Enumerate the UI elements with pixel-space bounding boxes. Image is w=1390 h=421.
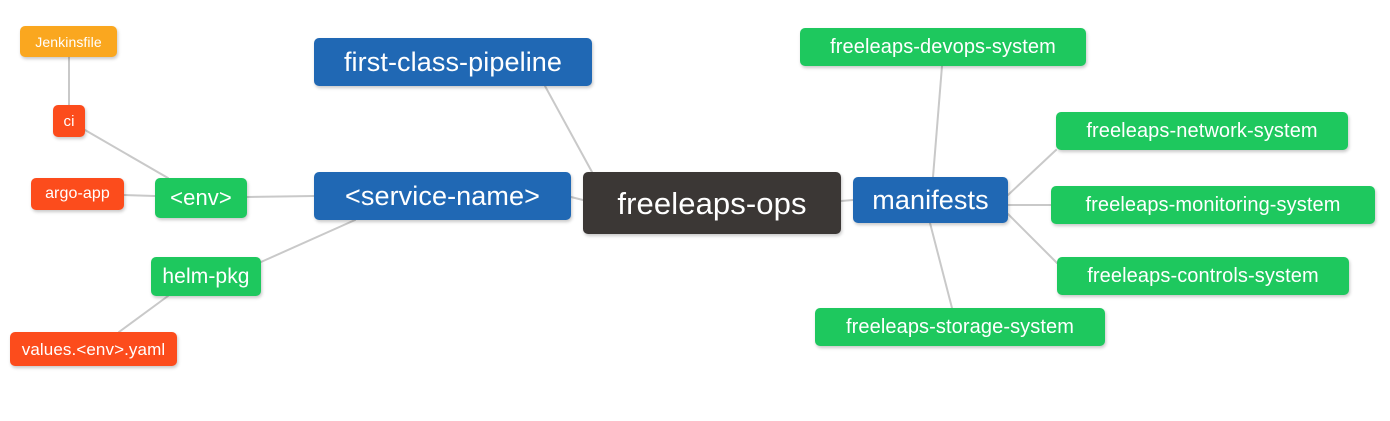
edge-env-to-argo-app xyxy=(123,194,156,197)
node-freeleaps-devops-system[interactable]: freeleaps-devops-system xyxy=(800,28,1086,66)
node-label-helm-pkg: helm-pkg xyxy=(162,265,250,288)
node-label-freeleaps-network-system: freeleaps-network-system xyxy=(1086,120,1318,142)
node-jenkinsfile[interactable]: Jenkinsfile xyxy=(20,26,117,57)
node-env[interactable]: <env> xyxy=(155,178,247,218)
node-manifests[interactable]: manifests xyxy=(853,177,1008,223)
node-freeleaps-ops[interactable]: freeleaps-ops xyxy=(583,172,841,234)
edge-env-to-ci xyxy=(84,129,169,179)
edge-manifests-to-freeleaps-network-system xyxy=(1007,149,1057,196)
node-values-env-yaml[interactable]: values.<env>.yaml xyxy=(10,332,177,366)
node-first-class-pipeline[interactable]: first-class-pipeline xyxy=(314,38,592,86)
node-label-values-env-yaml: values.<env>.yaml xyxy=(21,339,166,359)
node-label-freeleaps-storage-system: freeleaps-storage-system xyxy=(845,316,1075,338)
node-label-jenkinsfile: Jenkinsfile xyxy=(35,33,102,50)
node-label-ci: ci xyxy=(63,112,75,130)
edge-freeleaps-ops-to-service-name xyxy=(570,196,584,201)
node-label-manifests: manifests xyxy=(872,184,989,215)
edge-manifests-to-freeleaps-controls-system xyxy=(1007,213,1058,264)
node-freeleaps-monitoring-system[interactable]: freeleaps-monitoring-system xyxy=(1051,186,1375,224)
node-helm-pkg[interactable]: helm-pkg xyxy=(151,257,261,296)
node-service-name[interactable]: <service-name> xyxy=(314,172,571,220)
node-label-argo-app: argo-app xyxy=(45,185,110,202)
node-label-first-class-pipeline: first-class-pipeline xyxy=(343,46,563,77)
node-label-freeleaps-ops: freeleaps-ops xyxy=(617,185,807,221)
edge-service-name-to-helm-pkg xyxy=(260,219,356,263)
node-label-env: <env> xyxy=(170,185,232,210)
node-ci[interactable]: ci xyxy=(53,105,85,137)
edge-manifests-to-freeleaps-storage-system xyxy=(929,222,953,309)
node-label-freeleaps-controls-system: freeleaps-controls-system xyxy=(1087,265,1319,287)
edge-helm-pkg-to-values-env-yaml xyxy=(118,295,169,333)
node-label-freeleaps-devops-system: freeleaps-devops-system xyxy=(830,36,1056,58)
edge-manifests-to-freeleaps-devops-system xyxy=(932,65,943,178)
node-freeleaps-controls-system[interactable]: freeleaps-controls-system xyxy=(1057,257,1349,295)
edge-freeleaps-ops-to-manifests xyxy=(840,199,854,202)
node-label-service-name: <service-name> xyxy=(345,180,540,211)
node-label-freeleaps-monitoring-system: freeleaps-monitoring-system xyxy=(1085,194,1341,216)
edge-freeleaps-ops-to-first-class-pipeline xyxy=(544,85,593,173)
node-argo-app[interactable]: argo-app xyxy=(31,178,124,210)
edge-service-name-to-env xyxy=(246,195,315,198)
node-freeleaps-storage-system[interactable]: freeleaps-storage-system xyxy=(815,308,1105,346)
node-freeleaps-network-system[interactable]: freeleaps-network-system xyxy=(1056,112,1348,150)
